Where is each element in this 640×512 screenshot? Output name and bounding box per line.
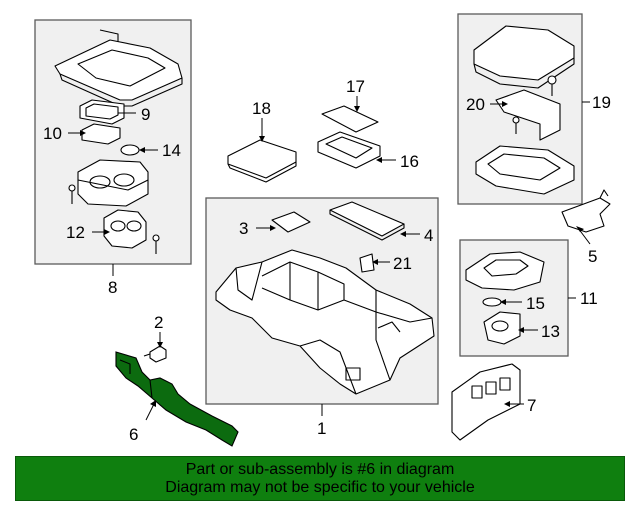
screw-part-right [512, 116, 520, 134]
tray-part-9 [79, 99, 125, 125]
part-info-banner: Part or sub-assembly is #6 in diagram Di… [15, 456, 625, 501]
callout-15: 15 [526, 294, 545, 313]
callout-10: 10 [43, 124, 62, 143]
lid-base-part [475, 145, 575, 195]
callout-5: 5 [588, 247, 597, 266]
screw-part-top [547, 75, 557, 96]
callout-21: 21 [393, 254, 412, 273]
callout-7: 7 [527, 396, 536, 415]
callout-3: 3 [239, 219, 248, 238]
callout-17: 17 [346, 77, 365, 96]
banner-line-1: Part or sub-assembly is #6 in diagram [185, 460, 455, 478]
callout-9: 9 [141, 105, 150, 124]
cupholder-housing-part [77, 159, 149, 207]
callout-1: 1 [317, 419, 326, 438]
mat-part-4 [329, 201, 405, 241]
bracket-part-5 [561, 189, 611, 233]
clip-part-21 [359, 253, 375, 273]
callout-19: 19 [592, 93, 611, 112]
screw-part-left [68, 184, 76, 204]
screw-part-left-2 [152, 234, 160, 254]
console-part-3 [271, 211, 311, 233]
leader-lines [68, 96, 591, 421]
armrest-lid-part [54, 29, 183, 107]
callout-18: 18 [252, 99, 271, 118]
callout-11: 11 [580, 289, 598, 308]
callout-4: 4 [424, 226, 433, 245]
armrest-cover-part [473, 25, 575, 89]
bracket-part-20 [495, 89, 561, 141]
tray-part-16 [317, 131, 381, 169]
cupholder-insert-part-12 [103, 209, 147, 249]
o-ring-part-15 [482, 297, 502, 307]
callout-8: 8 [108, 278, 117, 297]
callout-2: 2 [154, 313, 163, 332]
callout-14: 14 [162, 141, 181, 160]
o-ring-part-14 [120, 144, 140, 156]
callout-6: 6 [129, 425, 138, 444]
mat-part-18 [227, 139, 297, 183]
fastener-part-2 [143, 345, 167, 363]
cupholder-part-13 [483, 311, 521, 345]
mat-part-17 [321, 105, 379, 133]
callout-16: 16 [400, 152, 419, 171]
console-body-part-1 [215, 249, 435, 395]
callout-20: 20 [466, 95, 485, 114]
banner-line-2: Diagram may not be specific to your vehi… [165, 478, 475, 496]
callout-12: 12 [66, 223, 85, 242]
highlighted-part-6[interactable] [115, 351, 239, 447]
mat-part-10 [81, 123, 121, 145]
tray-part-11 [465, 251, 545, 291]
callout-13: 13 [541, 322, 560, 341]
